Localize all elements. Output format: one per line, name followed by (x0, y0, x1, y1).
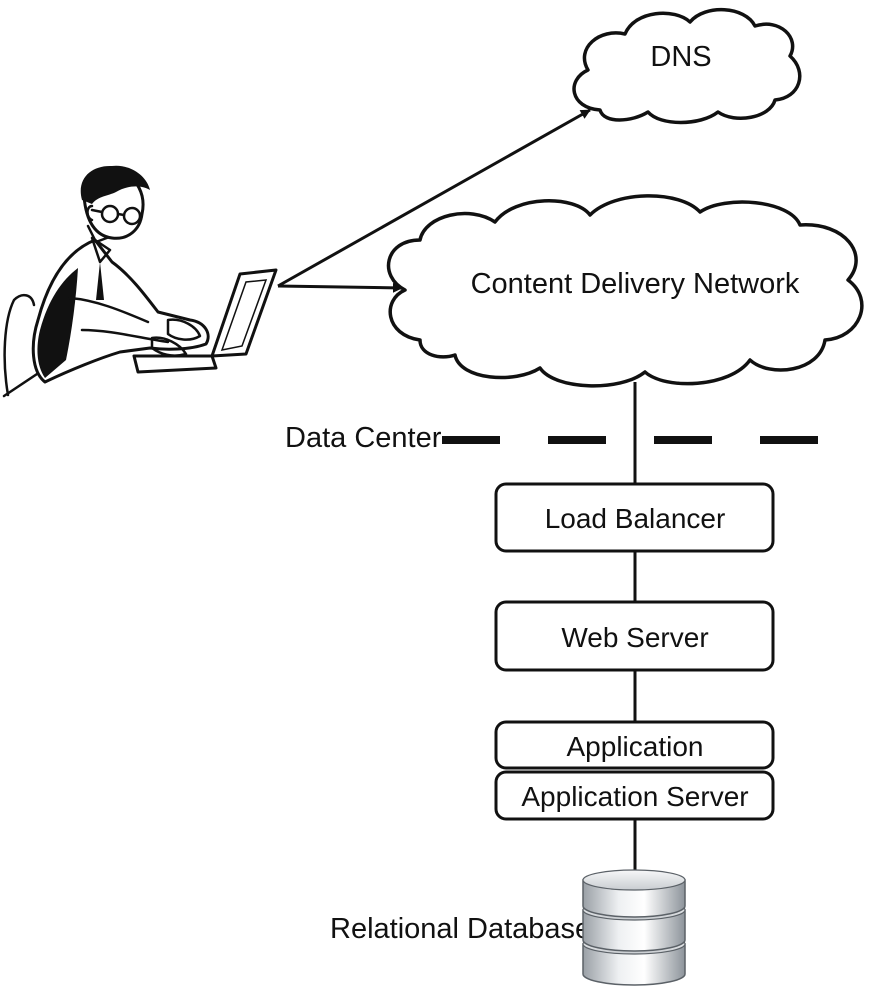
arrow-user-to-cdn (277, 282, 403, 293)
application-server-box: Application Server (494, 770, 775, 821)
arrow-user-to-dns (277, 108, 591, 288)
application-label: Application (567, 731, 704, 762)
dns-cloud: DNS (572, 8, 802, 125)
database-cylinder-icon (582, 869, 686, 986)
load-balancer-box: Load Balancer (494, 482, 775, 553)
user-at-laptop-icon (2, 165, 278, 398)
cdn-label: Content Delivery Network (471, 268, 800, 300)
database-label: Relational Database (330, 913, 591, 945)
data-center-label: Data Center (285, 422, 442, 454)
dns-label: DNS (650, 41, 711, 73)
web-server-label: Web Server (561, 622, 708, 653)
web-server-box: Web Server (494, 600, 775, 672)
database-node: Relational Database (330, 869, 686, 986)
application-server-label: Application Server (521, 781, 748, 812)
cdn-cloud: Content Delivery Network (386, 194, 864, 388)
application-box: Application (494, 720, 775, 770)
data-center-boundary: Data Center (285, 422, 822, 454)
load-balancer-label: Load Balancer (545, 503, 726, 534)
